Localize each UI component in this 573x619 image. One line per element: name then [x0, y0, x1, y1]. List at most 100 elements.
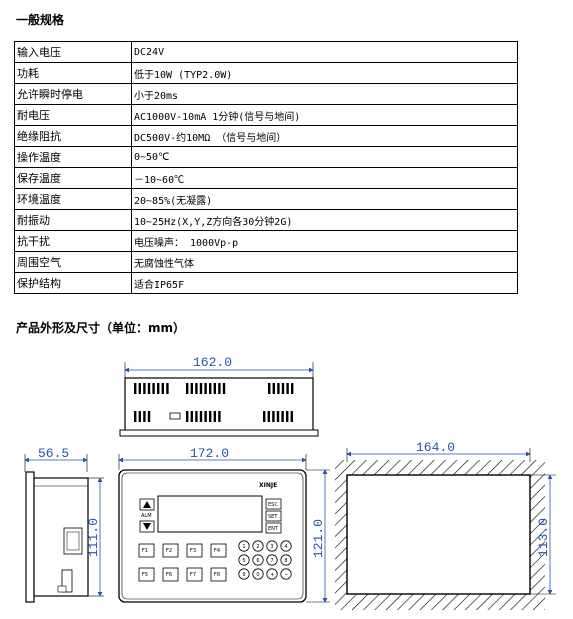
side-depth-label: 56.5 — [38, 446, 69, 461]
vent-slot — [138, 411, 141, 422]
function-key[interactable] — [138, 543, 155, 558]
function-key-label: F1 — [142, 548, 148, 554]
spec-label: 绝缘阻抗 — [14, 125, 132, 147]
function-key[interactable] — [210, 567, 227, 582]
spec-row: 保护结构适合IP65F — [14, 272, 518, 294]
numeric-key[interactable] — [280, 540, 292, 552]
panel-cutout-view: 164.0 113.0 — [335, 440, 556, 610]
connector — [169, 412, 181, 420]
front-width-label: 172.0 — [190, 446, 229, 461]
function-key[interactable] — [186, 543, 203, 558]
down-arrow-icon — [143, 523, 151, 530]
numeric-key-label: 0 — [256, 572, 259, 578]
vent-slot — [218, 383, 221, 394]
side-key-label: ENT — [268, 526, 279, 532]
vent-slot — [143, 383, 146, 394]
side-key-label: SET — [268, 514, 278, 520]
numeric-key[interactable] — [266, 540, 278, 552]
vent-slot — [134, 411, 137, 422]
side-key[interactable] — [265, 522, 282, 534]
numeric-key-label: 2 — [256, 544, 259, 550]
side-key-label: ESC — [268, 502, 278, 508]
numeric-key-label: 8 — [284, 558, 287, 564]
numeric-key-label: 3 — [270, 544, 273, 550]
vent-slot — [209, 411, 212, 422]
dimensions-title: 产品外形及尺寸（单位：mm） — [16, 321, 186, 335]
vent-slot — [152, 383, 155, 394]
function-key[interactable] — [162, 543, 179, 558]
vent-slot — [161, 383, 164, 394]
function-key[interactable] — [162, 567, 179, 582]
vent-slot — [213, 383, 216, 394]
spec-value: 适合IP65F — [131, 272, 518, 294]
general-specs-title: 一般规格 — [16, 13, 65, 27]
side-height-label: 111.0 — [86, 518, 101, 557]
vent-slot — [138, 383, 141, 394]
vent-slot — [209, 383, 212, 394]
spec-row: 周围空气无腐蚀性气体 — [14, 251, 518, 273]
function-key[interactable] — [186, 567, 203, 582]
vent-slot — [263, 411, 266, 422]
numeric-key[interactable] — [252, 568, 264, 580]
vent-slot — [277, 383, 280, 394]
vent-slot — [199, 411, 203, 422]
top-view: 162.0 — [119, 355, 319, 437]
vent-slot — [199, 383, 203, 394]
numeric-key-label: 7 — [270, 558, 273, 564]
vent-slot — [186, 411, 189, 422]
function-key-label: F2 — [166, 548, 172, 554]
numeric-key[interactable] — [252, 540, 264, 552]
vent-slot — [290, 411, 293, 422]
side-key[interactable] — [265, 510, 282, 522]
spec-row: 功耗低于10W (TYP2.0W) — [14, 62, 518, 84]
numeric-key-label: 1 — [242, 544, 245, 550]
numeric-key-label: 9 — [242, 572, 245, 578]
cutout-width-label: 164.0 — [416, 440, 455, 455]
vent-slot — [204, 383, 207, 394]
vent-slot — [195, 383, 198, 394]
function-key-label: F4 — [214, 548, 220, 554]
numeric-key[interactable] — [238, 568, 250, 580]
function-key-label: F3 — [190, 548, 196, 554]
numeric-key-label: 5 — [242, 558, 245, 564]
numeric-key[interactable] — [252, 554, 264, 566]
numeric-key[interactable] — [266, 554, 278, 566]
vent-slot — [291, 383, 294, 394]
vent-slot — [268, 383, 271, 394]
vent-slot — [190, 383, 193, 394]
side-key[interactable] — [265, 498, 282, 510]
vent-slot — [166, 383, 169, 394]
numeric-key[interactable] — [280, 554, 292, 566]
front-height-label: 121.0 — [311, 519, 326, 558]
spec-label: 操作温度 — [14, 146, 132, 168]
vent-slot — [281, 411, 284, 422]
function-key-label: F6 — [166, 572, 172, 578]
alm-label: ALM — [141, 513, 152, 519]
numeric-key[interactable] — [238, 554, 250, 566]
vent-slot — [218, 411, 221, 422]
function-key-label: F7 — [190, 572, 196, 578]
function-key[interactable] — [210, 543, 227, 558]
vent-slot — [272, 411, 275, 422]
brand-logo: XINJE — [259, 482, 277, 489]
vent-slot — [213, 411, 216, 422]
function-key[interactable] — [138, 567, 155, 582]
vent-slot — [195, 411, 198, 422]
vent-slot — [267, 411, 270, 422]
function-key-label: F5 — [142, 572, 148, 578]
numeric-key[interactable] — [280, 568, 292, 580]
vent-slot — [272, 383, 275, 394]
numeric-key[interactable] — [238, 540, 250, 552]
vent-slot — [190, 411, 193, 422]
vent-slot — [286, 411, 289, 422]
vent-slot — [186, 383, 189, 394]
numeric-key-label: − — [284, 572, 288, 578]
vent-slot — [286, 383, 289, 394]
numeric-key[interactable] — [266, 568, 278, 580]
